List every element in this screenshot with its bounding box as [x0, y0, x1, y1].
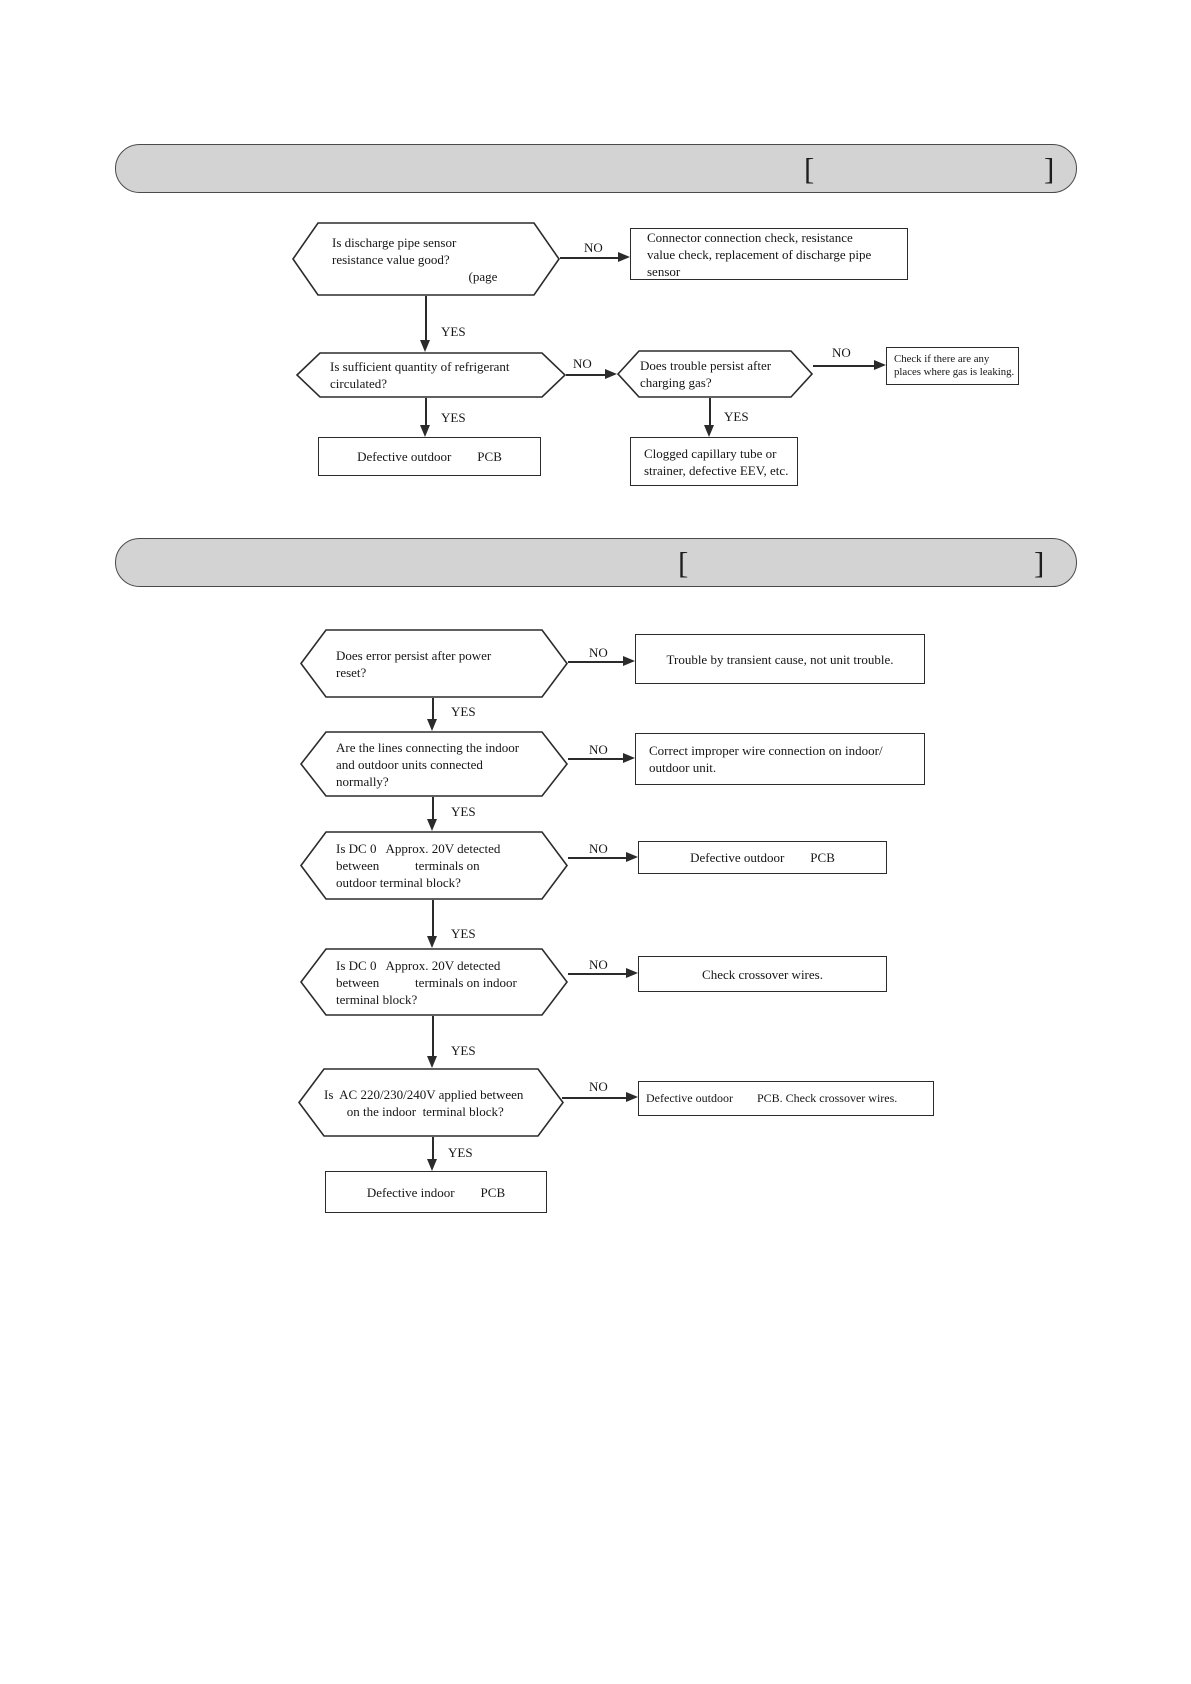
decision-text: Are the lines connecting the indoor and …	[336, 739, 520, 789]
action-text: Defective outdoor PCB	[690, 850, 835, 865]
flow-line	[709, 398, 711, 425]
hexagon-shape	[617, 350, 813, 398]
arrowhead-right-icon	[626, 1092, 638, 1102]
flow-line	[425, 398, 427, 425]
arrowhead-down-icon	[420, 340, 430, 352]
bracket-open: [	[804, 151, 815, 186]
decision-dc20v-outdoor-terminal: Is DC 0 Approx. 20V detected between ter…	[300, 831, 568, 900]
action-text: Trouble by transient cause, not unit tro…	[666, 651, 894, 667]
arrowhead-right-icon	[623, 656, 635, 666]
no-label: NO	[573, 356, 592, 371]
hexagon-shape	[298, 1068, 564, 1137]
action-text: Defective outdoor PCB. Check crossover w…	[646, 1091, 898, 1105]
decision-text: Does trouble persist after charging gas?	[640, 358, 772, 390]
hexagon-shape	[300, 831, 568, 900]
arrowhead-right-icon	[623, 753, 635, 763]
yes-label: YES	[451, 1043, 476, 1058]
action-text: Clogged capillary tube or strainer, defe…	[644, 445, 789, 478]
decision-trouble-after-charging: Does trouble persist after charging gas?	[617, 350, 813, 398]
no-label: NO	[589, 957, 608, 972]
no-label: NO	[589, 742, 608, 757]
decision-ac-voltage-indoor-terminal: Is AC 220/230/240V applied between on th…	[298, 1068, 564, 1137]
arrowhead-down-icon	[427, 1056, 437, 1068]
no-label: NO	[584, 240, 603, 255]
flow-line	[568, 857, 627, 859]
decision-discharge-pipe-sensor: Is discharge pipe sensor resistance valu…	[292, 222, 560, 296]
action-defective-outdoor-pcb-crossover: Defective outdoor PCB. Check crossover w…	[638, 1081, 934, 1116]
no-label: NO	[589, 1079, 608, 1094]
arrowhead-down-icon	[427, 936, 437, 948]
hexagon-shape	[292, 222, 560, 296]
decision-text: Is DC 0 Approx. 20V detected between ter…	[336, 841, 501, 890]
bracket-close: ]	[1034, 545, 1045, 580]
decision-text: Is DC 0 Approx. 20V detected between ter…	[336, 957, 517, 1007]
arrowhead-down-icon	[420, 425, 430, 437]
flow-line	[568, 973, 627, 975]
decision-dc20v-indoor-terminal: Is DC 0 Approx. 20V detected between ter…	[300, 948, 568, 1016]
hexagon-shape	[300, 731, 568, 797]
arrowhead-down-icon	[427, 719, 437, 731]
hexagon-shape	[300, 629, 568, 698]
action-defective-outdoor-pcb: Defective outdoor PCB	[638, 841, 887, 874]
hexagon-shape	[300, 948, 568, 1016]
arrowhead-down-icon	[704, 425, 714, 437]
flow-line	[562, 1097, 627, 1099]
action-correct-wiring: Correct improper wire connection on indo…	[635, 733, 925, 785]
no-label: NO	[589, 645, 608, 660]
yes-label: YES	[441, 324, 466, 339]
yes-label: YES	[451, 704, 476, 719]
decision-text: Is AC 220/230/240V applied between on th…	[324, 1086, 524, 1119]
flow-line	[568, 758, 624, 760]
no-label: NO	[832, 345, 851, 360]
decision-refrigerant-quantity: Is sufficient quantity of refrigerant ci…	[296, 352, 566, 398]
flow-line	[432, 1137, 434, 1159]
arrowhead-right-icon	[874, 360, 886, 370]
action-text: Defective indoor PCB	[366, 1184, 506, 1200]
decision-text: Does error persist after power reset?	[336, 647, 492, 680]
arrowhead-right-icon	[605, 369, 617, 379]
arrowhead-right-icon	[626, 968, 638, 978]
action-text: Check if there are any places where gas …	[894, 352, 1015, 379]
decision-error-after-power-reset: Does error persist after power reset?	[300, 629, 568, 698]
decision-text: Is discharge pipe sensor resistance valu…	[332, 234, 498, 284]
flow-line	[425, 296, 427, 340]
action-connector-connection-check: Connector connection check, resistance v…	[630, 228, 908, 280]
action-transient-cause: Trouble by transient cause, not unit tro…	[635, 634, 925, 684]
yes-label: YES	[448, 1145, 473, 1160]
arrowhead-right-icon	[626, 852, 638, 862]
hexagon-shape	[296, 352, 566, 398]
action-text: Correct improper wire connection on indo…	[649, 743, 883, 775]
action-text: Defective outdoor PCB	[357, 449, 502, 464]
action-check-crossover-wires: Check crossover wires.	[638, 956, 887, 992]
action-defective-indoor-pcb: Defective indoor PCB	[325, 1171, 547, 1213]
yes-label: YES	[441, 410, 466, 425]
action-text: Check crossover wires.	[702, 966, 823, 982]
section1-header-bar: [ ]	[115, 144, 1077, 193]
flow-line	[432, 900, 434, 936]
action-text: Connector connection check, resistance v…	[647, 229, 872, 279]
bracket-close: ]	[1044, 151, 1055, 186]
bracket-open: [	[678, 545, 689, 580]
arrowhead-right-icon	[618, 252, 630, 262]
decision-text: Is sufficient quantity of refrigerant ci…	[330, 359, 510, 391]
arrowhead-down-icon	[427, 819, 437, 831]
flow-line	[813, 365, 875, 367]
no-label: NO	[589, 841, 608, 856]
action-defective-outdoor-pcb: Defective outdoor PCB	[318, 437, 541, 476]
flow-line	[432, 698, 434, 719]
flow-line	[566, 374, 607, 376]
action-clogged-capillary: Clogged capillary tube or strainer, defe…	[630, 437, 798, 486]
yes-label: YES	[451, 926, 476, 941]
section2-header-bar: [ ]	[115, 538, 1077, 587]
decision-lines-connected: Are the lines connecting the indoor and …	[300, 731, 568, 797]
flow-line	[560, 257, 620, 259]
flow-line	[432, 797, 434, 819]
action-check-gas-leak: Check if there are any places where gas …	[886, 347, 1019, 385]
flow-line	[432, 1016, 434, 1056]
yes-label: YES	[724, 409, 749, 424]
yes-label: YES	[451, 804, 476, 819]
flow-line	[568, 661, 624, 663]
arrowhead-down-icon	[427, 1159, 437, 1171]
